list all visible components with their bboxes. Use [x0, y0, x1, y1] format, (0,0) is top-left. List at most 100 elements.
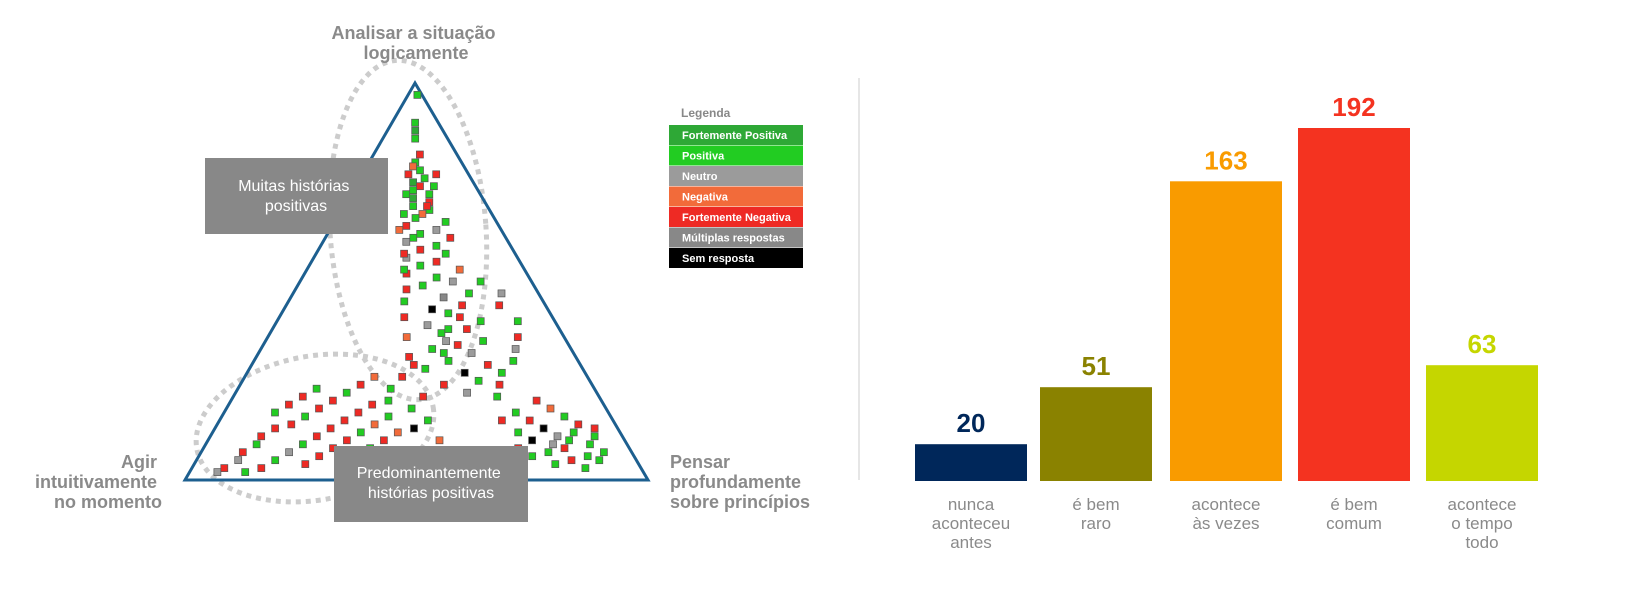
ternary-point: [384, 396, 393, 405]
ternary-point: [495, 380, 504, 389]
callout-bottom: Predominantemente histórias positivas: [334, 446, 528, 522]
ternary-point: [446, 233, 455, 242]
ternary-point: [467, 349, 476, 357]
ternary-point: [560, 412, 569, 421]
ternary-point: [419, 392, 427, 401]
ternary-point: [416, 261, 425, 270]
ternary-point: [285, 448, 293, 457]
legend-label: Neutro: [682, 171, 718, 183]
ternary-triangle: [182, 80, 651, 482]
ternary-point: [511, 408, 520, 417]
ternary-point: [441, 218, 450, 226]
ternary-point: [590, 424, 599, 433]
ternary-point: [497, 289, 506, 298]
ternary-point: [400, 210, 408, 218]
ternary-point: [423, 321, 432, 330]
ternary-point: [549, 440, 557, 449]
callout-top-text: Muitas histórias positivas: [238, 178, 354, 215]
ternary-point: [257, 432, 266, 441]
callout-bottom-box: [334, 446, 528, 522]
ternary-point: [425, 190, 434, 199]
ternary-point: [509, 357, 518, 365]
legend-label: Múltiplas respostas: [682, 233, 785, 245]
ternary-point: [409, 162, 417, 171]
ternary-point: [595, 456, 604, 465]
ternary-point: [423, 202, 431, 210]
ternary-point: [544, 448, 553, 457]
ternary-point: [301, 460, 310, 468]
ternary-point: [444, 357, 453, 365]
ternary-point: [497, 368, 506, 377]
legend-swatch: [669, 207, 803, 227]
legend-label: Sem resposta: [682, 253, 755, 265]
ternary-point: [380, 436, 388, 445]
ternary-point: [405, 353, 413, 361]
ternary-point: [539, 424, 548, 433]
bar-value-label: 163: [1204, 145, 1247, 175]
ternary-point: [565, 436, 573, 445]
ternary-point: [574, 420, 583, 429]
ternary-point: [238, 448, 247, 457]
ternary-point: [439, 293, 448, 302]
vertex-label-right: Pensar profundamente sobre princípios: [670, 452, 810, 512]
ternary-point: [400, 249, 408, 258]
ternary-point: [299, 440, 307, 449]
ternary-point: [241, 468, 250, 476]
legend-swatch: [669, 227, 803, 248]
ternary-point: [424, 416, 432, 425]
legend-swatch: [669, 248, 803, 268]
ternary-point: [437, 329, 446, 337]
ternary-point: [455, 265, 464, 274]
vertex-label-top: Analisar a situação logicamente: [331, 23, 500, 63]
ternary-point: [463, 325, 471, 333]
ternary-point: [370, 372, 379, 381]
ternary-point: [514, 428, 523, 437]
ternary-point: [460, 368, 469, 377]
ternary-point: [513, 317, 522, 326]
ternary-point: [435, 436, 444, 445]
ternary-point: [312, 384, 321, 393]
legend-title: Legenda: [681, 106, 731, 120]
ternary-point: [439, 349, 448, 357]
ternary-point: [444, 309, 453, 318]
ternary-point: [409, 186, 417, 195]
ternary-point: [402, 237, 411, 246]
ternary-point: [528, 452, 537, 461]
legend-label: Fortemente Negativa: [682, 212, 792, 224]
ternary-point: [410, 424, 418, 433]
ternary-point: [495, 301, 504, 310]
callout-top-box: [205, 158, 388, 234]
ternary-point: [343, 436, 351, 445]
ternary-point: [420, 174, 429, 183]
ternary-point: [416, 182, 424, 191]
ternary-point: [567, 456, 576, 465]
ternary-point: [354, 408, 363, 417]
ternary-point: [583, 452, 592, 461]
ternary-point: [528, 436, 536, 445]
legend: Legenda Fortemente PositivaPositivaNeutr…: [669, 106, 803, 268]
ternary-point: [525, 416, 534, 425]
bar-value-label: 20: [957, 408, 986, 438]
ternary-point: [409, 202, 417, 210]
ternary-point: [398, 372, 407, 381]
ternary-point: [546, 404, 555, 413]
ternary-point: [416, 166, 424, 175]
ternary-points: [213, 91, 608, 476]
ternary-point: [407, 404, 416, 413]
ternary-point: [476, 277, 485, 286]
vertex-label-left: Agir intuitivamente no momento: [35, 452, 162, 512]
cluster-outline-bottom: [193, 351, 437, 505]
ternary-point: [287, 420, 296, 429]
ternary-point: [356, 380, 365, 389]
bar: [1170, 181, 1282, 482]
ternary-point: [411, 214, 420, 222]
ternary-point: [581, 464, 590, 472]
ternary-point: [329, 396, 337, 405]
ternary-point: [479, 337, 487, 345]
